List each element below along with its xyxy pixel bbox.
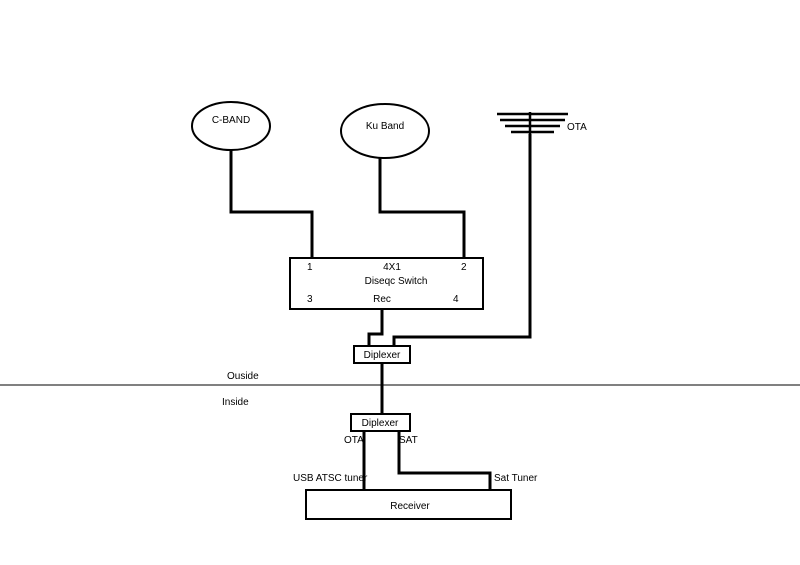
outside-label: Ouside <box>227 371 259 382</box>
rec-wire <box>367 309 384 346</box>
sat-tuner-label: Sat Tuner <box>494 473 538 484</box>
diseqc-switch <box>289 257 484 310</box>
switch-port-1: 1 <box>307 262 313 273</box>
diplexer-inside <box>350 413 411 432</box>
ku-dish <box>340 103 430 159</box>
inside-label: Inside <box>222 397 249 408</box>
receiver-label: Receiver <box>390 501 430 512</box>
cband-wire <box>229 150 314 258</box>
switch-port-4: 4 <box>453 294 459 305</box>
diplexer-outside-label: Diplexer <box>364 350 401 361</box>
diplexer-inside-label: Diplexer <box>362 418 399 429</box>
cband-label: C-BAND <box>212 115 250 126</box>
receiver-box <box>305 489 512 520</box>
sat-port-label: SAT <box>399 435 418 446</box>
sat-to-receiver-wire <box>397 431 492 490</box>
switch-port-3: 3 <box>307 294 313 305</box>
usb-tuner-label: USB ATSC tuner <box>293 473 368 484</box>
ota-antenna-label: OTA <box>567 122 587 133</box>
switch-rec: Rec <box>373 294 391 305</box>
switch-name: Diseqc Switch <box>365 276 428 287</box>
ku-wire <box>378 158 466 258</box>
ota-wire <box>392 134 532 346</box>
ota-port-label: OTA <box>344 435 364 446</box>
switch-port-2: 2 <box>461 262 467 273</box>
cband-dish <box>191 101 271 151</box>
ku-label: Ku Band <box>366 121 404 132</box>
switch-title: 4X1 <box>383 262 401 273</box>
antenna-icon <box>497 112 568 134</box>
